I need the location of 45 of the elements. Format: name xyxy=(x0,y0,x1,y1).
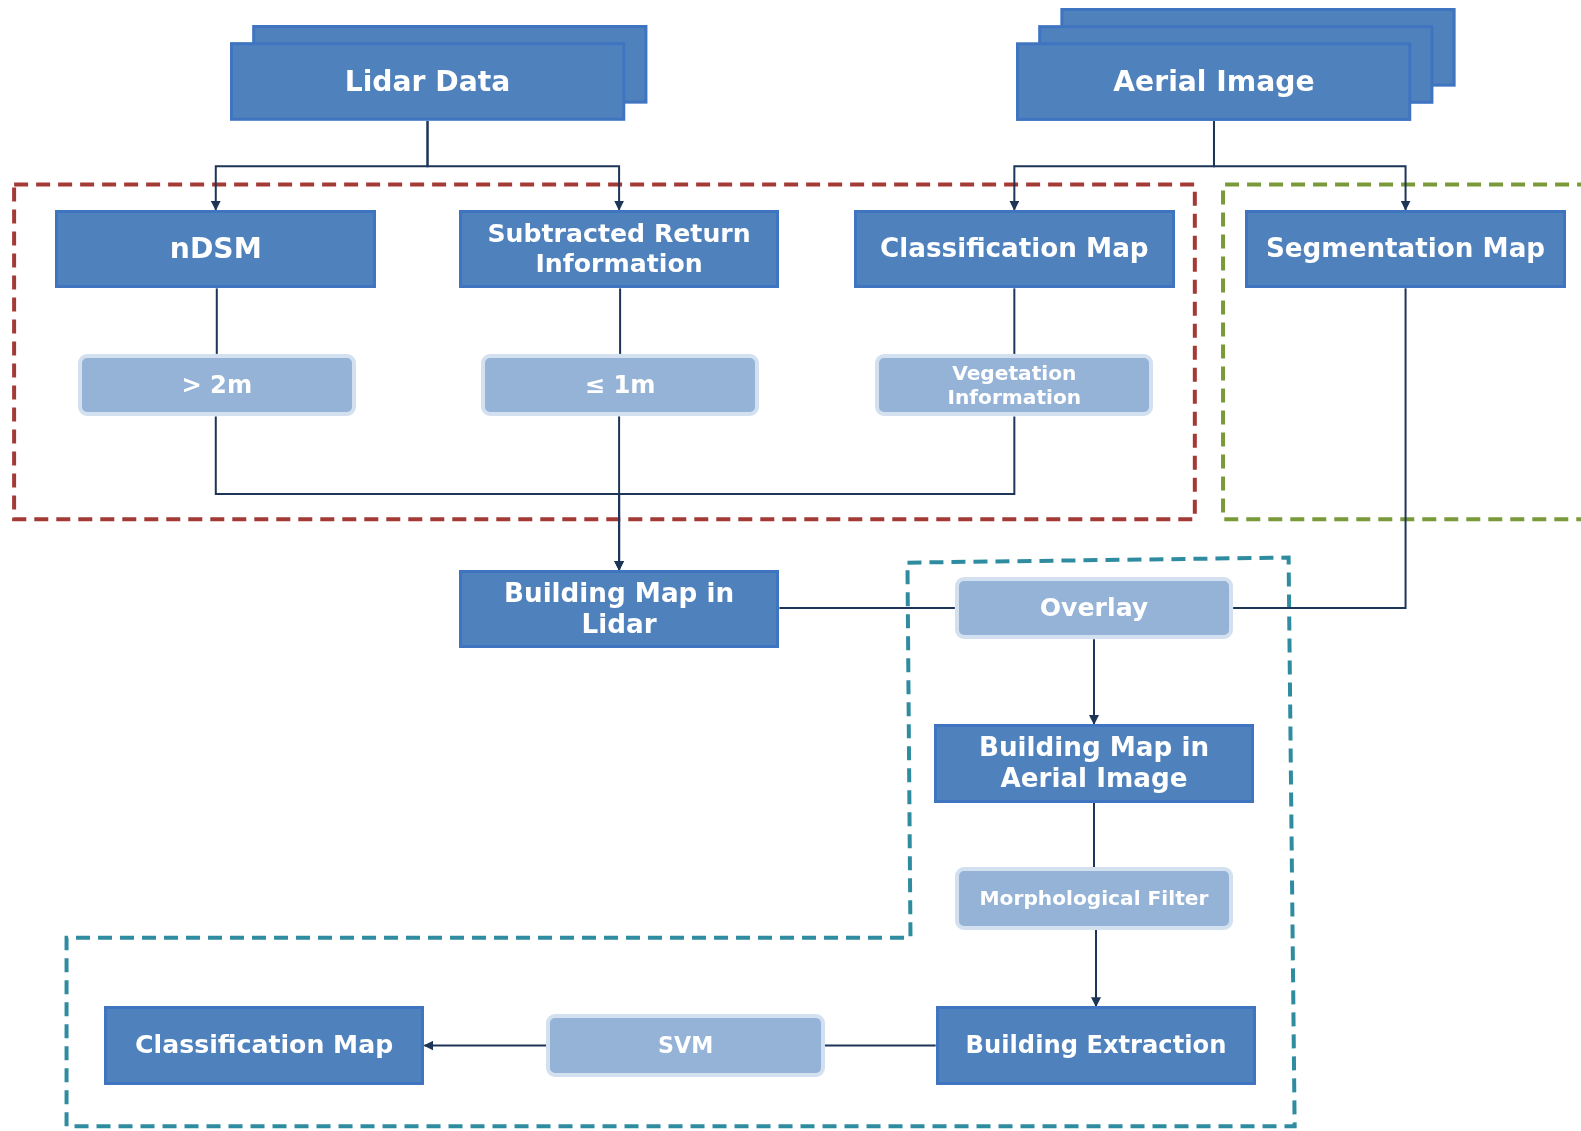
arrow xyxy=(426,120,625,211)
condition-box xyxy=(954,576,1234,640)
node-label: Morphological Filter xyxy=(978,886,1210,911)
process-box xyxy=(935,1006,1257,1085)
node-label: > 2m xyxy=(180,370,254,400)
node-label: Building Map in Lidar xyxy=(503,577,736,641)
node-label: Aerial Image xyxy=(1112,64,1316,99)
process-box xyxy=(854,209,1175,289)
condition-box xyxy=(954,867,1234,930)
connector-line xyxy=(778,607,956,609)
process-box xyxy=(458,209,780,289)
node-label: ≤ 1m xyxy=(583,370,657,400)
condition-box xyxy=(546,1014,825,1077)
condition-box xyxy=(480,353,760,417)
arrow xyxy=(1213,120,1411,211)
node-label: Lidar Data xyxy=(343,64,512,99)
node-label: Subtracted Return Information xyxy=(486,218,752,280)
arrow xyxy=(1089,638,1099,725)
arrow xyxy=(614,415,1016,571)
stacked-box xyxy=(229,25,648,121)
node-label: Segmentation Map xyxy=(1264,233,1547,265)
node-label: Vegetation Information xyxy=(946,360,1083,410)
connector-line xyxy=(1232,287,1407,609)
process-box xyxy=(55,209,377,289)
stacked-box xyxy=(1016,8,1456,121)
node-label: Building Extraction xyxy=(964,1031,1228,1061)
connector-line xyxy=(619,287,622,355)
process-box xyxy=(458,569,780,649)
node-label: Classification Map xyxy=(134,1030,395,1061)
process-box xyxy=(1245,209,1566,289)
connector-line xyxy=(1013,287,1016,355)
node-label: nDSM xyxy=(168,232,263,266)
process-box xyxy=(103,1006,425,1085)
connector-line xyxy=(1093,801,1095,869)
node-label: Classification Map xyxy=(879,233,1150,265)
condition-box xyxy=(875,353,1154,417)
node-label: Overlay xyxy=(1038,592,1150,624)
node-label: SVM xyxy=(657,1032,715,1059)
node-label: Building Map in Aerial Image xyxy=(977,731,1211,795)
connector-line xyxy=(215,287,218,355)
condition-box xyxy=(77,353,356,417)
process-box xyxy=(933,723,1255,803)
arrow xyxy=(423,1040,548,1051)
arrow xyxy=(1091,928,1101,1008)
connector-line xyxy=(823,1044,937,1047)
